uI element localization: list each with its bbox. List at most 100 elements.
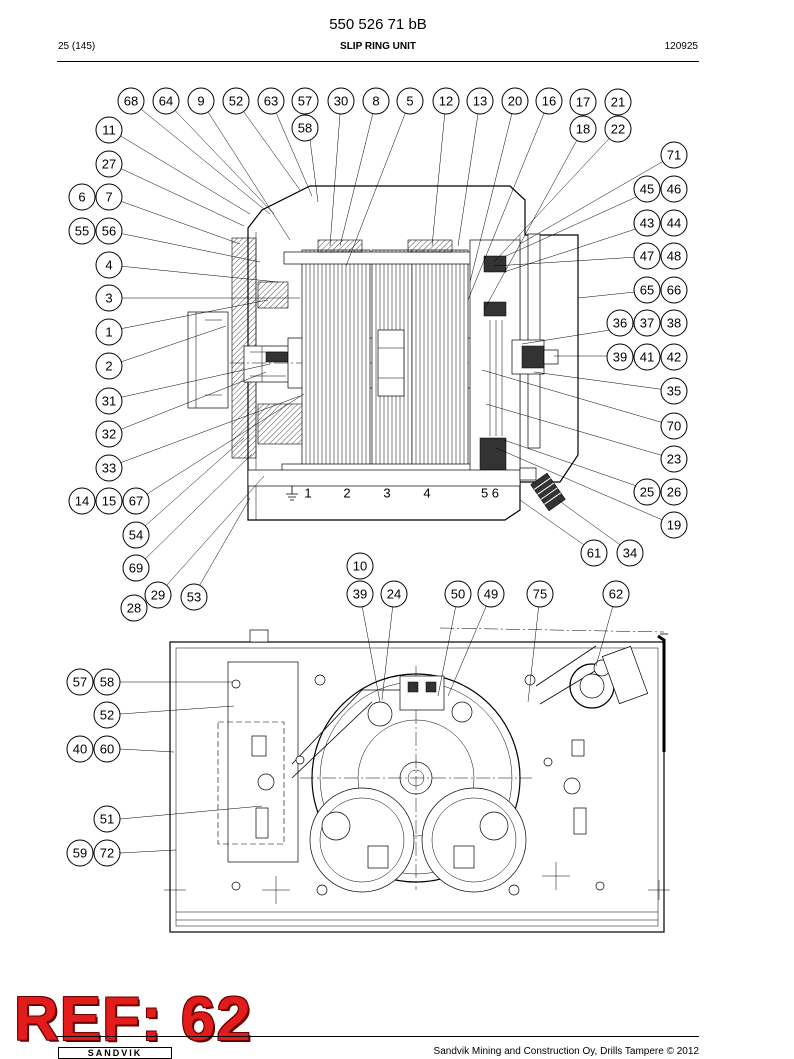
svg-text:58: 58 (100, 675, 114, 690)
svg-text:56: 56 (102, 224, 116, 239)
sandvik-logo: SANDVIK (58, 1047, 172, 1059)
svg-text:47: 47 (640, 249, 654, 264)
svg-text:63: 63 (264, 94, 278, 109)
document-number: 550 526 71 bB (329, 16, 427, 33)
callout: 19 (660, 511, 688, 539)
svg-text:43: 43 (640, 216, 654, 231)
svg-text:52: 52 (100, 708, 114, 723)
header-rule (57, 61, 699, 62)
svg-text:69: 69 (129, 561, 143, 576)
callout: 67 (122, 487, 150, 515)
svg-text:59: 59 (73, 846, 87, 861)
svg-text:70: 70 (667, 419, 681, 434)
callout: 1 (95, 318, 123, 346)
svg-text:13: 13 (473, 94, 487, 109)
svg-text:61: 61 (587, 546, 601, 561)
svg-text:21: 21 (611, 95, 625, 110)
callout: 57 (291, 87, 319, 115)
svg-text:20: 20 (508, 94, 522, 109)
slip-ring-label: 4 (423, 486, 430, 501)
callout: 55 (68, 217, 96, 245)
callout: 7 (95, 183, 123, 211)
callout: 63 (257, 87, 285, 115)
svg-text:58: 58 (298, 121, 312, 136)
callout: 66 (660, 276, 688, 304)
svg-text:64: 64 (159, 94, 173, 109)
slip-ring-label: 3 (383, 486, 390, 501)
callout: 14 (68, 487, 96, 515)
svg-text:31: 31 (102, 394, 116, 409)
callout: 59 (66, 839, 94, 867)
svg-text:8: 8 (372, 94, 379, 109)
callout: 21 (604, 88, 632, 116)
svg-text:29: 29 (151, 588, 165, 603)
svg-text:28: 28 (127, 601, 141, 616)
callout: 62 (602, 580, 630, 608)
callout: 4 (95, 251, 123, 279)
document-date: 120925 (664, 41, 698, 52)
svg-text:38: 38 (667, 316, 681, 331)
callout: 44 (660, 209, 688, 237)
svg-text:57: 57 (298, 94, 312, 109)
callout: 30 (327, 87, 355, 115)
svg-text:44: 44 (667, 216, 681, 231)
slip-ring-label: 2 (343, 486, 350, 501)
callout: 12 (432, 87, 460, 115)
callout: 71 (660, 141, 688, 169)
svg-text:23: 23 (667, 452, 681, 467)
svg-text:18: 18 (576, 122, 590, 137)
svg-text:46: 46 (667, 182, 681, 197)
callout: 23 (660, 445, 688, 473)
svg-text:7: 7 (105, 190, 112, 205)
callout: 58 (291, 114, 319, 142)
callout: 3 (95, 284, 123, 312)
svg-text:5: 5 (406, 94, 413, 109)
callouts-bottom: 10 39 24 50 49 75 62 57 58 52 40 60 51 5… (66, 552, 630, 867)
svg-text:12: 12 (439, 94, 453, 109)
page-number: 25 (145) (58, 41, 96, 52)
callout: 35 (660, 377, 688, 405)
svg-text:51: 51 (100, 812, 114, 827)
svg-text:9: 9 (197, 94, 204, 109)
callout: 56 (95, 217, 123, 245)
slip-ring-label: 5 6 (481, 486, 499, 501)
svg-text:48: 48 (667, 249, 681, 264)
callout: 52 (222, 87, 250, 115)
callout: 61 (580, 539, 608, 567)
callout: 11 (95, 116, 123, 144)
svg-text:75: 75 (533, 587, 547, 602)
callout: 32 (95, 420, 123, 448)
callout: 48 (660, 242, 688, 270)
slip-ring-stack (301, 249, 469, 471)
callout: 46 (660, 175, 688, 203)
callout: 50 (444, 580, 472, 608)
svg-text:11: 11 (102, 123, 116, 138)
svg-text:40: 40 (73, 742, 87, 757)
callout: 69 (122, 554, 150, 582)
callout: 70 (660, 412, 688, 440)
svg-text:14: 14 (75, 494, 89, 509)
callout: 15 (95, 487, 123, 515)
callout: 72 (93, 839, 121, 867)
callout: 33 (95, 454, 123, 482)
callout: 58 (93, 668, 121, 696)
svg-text:60: 60 (100, 742, 114, 757)
footer-rule (57, 1036, 699, 1037)
callout: 65 (633, 276, 661, 304)
callout: 51 (93, 805, 121, 833)
svg-text:67: 67 (129, 494, 143, 509)
callout: 25 (633, 478, 661, 506)
svg-text:50: 50 (451, 587, 465, 602)
callout: 18 (569, 115, 597, 143)
callout: 38 (660, 309, 688, 337)
callout: 75 (526, 580, 554, 608)
svg-text:54: 54 (129, 528, 143, 543)
callout: 29 (144, 581, 172, 609)
footer-copyright: Sandvik Mining and Construction Oy, Dril… (433, 1046, 699, 1057)
callout: 45 (633, 175, 661, 203)
ref-stamp: REF: 62 (14, 985, 252, 1054)
svg-text:71: 71 (667, 148, 681, 163)
page-title: SLIP RING UNIT (340, 41, 416, 52)
svg-text:25: 25 (640, 485, 654, 500)
callout: 37 (633, 309, 661, 337)
